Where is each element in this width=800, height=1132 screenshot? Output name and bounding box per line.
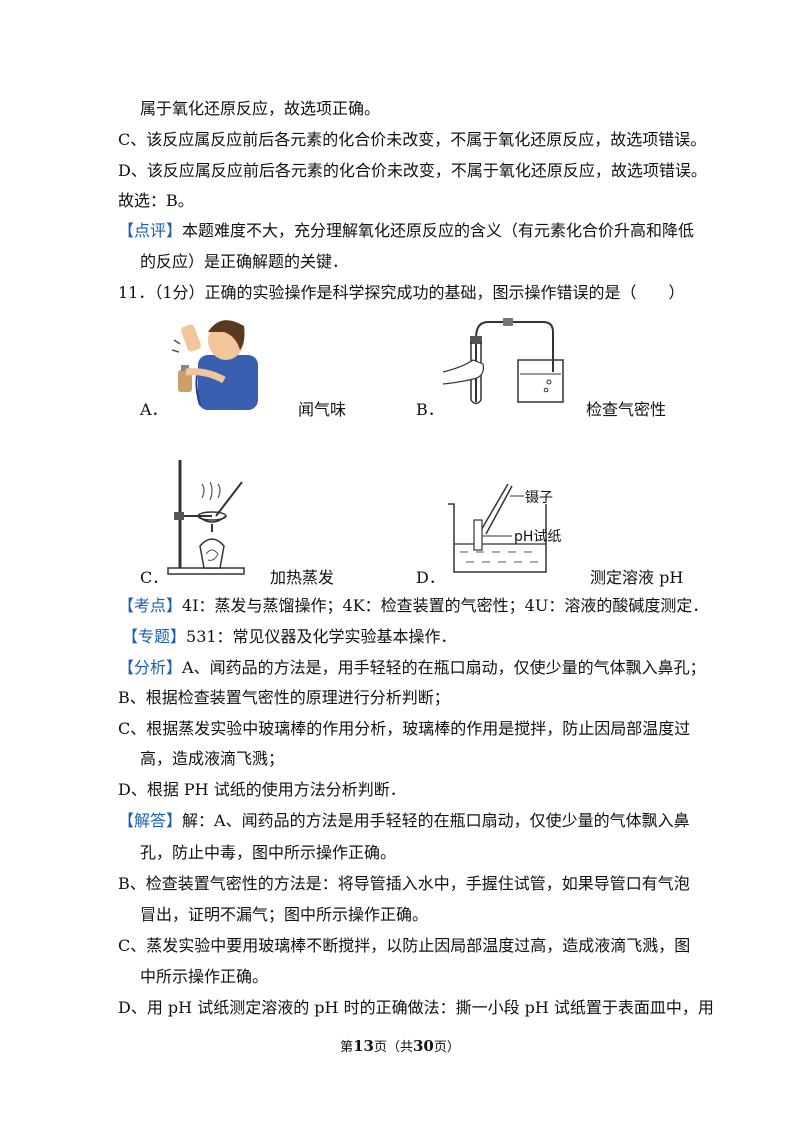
- option-d-label: 测定溶液 pH: [590, 568, 684, 587]
- text-line: 的反应）是正确解题的关键．: [140, 252, 349, 271]
- page-number: 13: [353, 1037, 374, 1055]
- option-b-label: 检查气密性: [586, 400, 667, 419]
- comment-line: 【点评】本题难度不大，充分理解氧化还原反应的含义（有元素化合价升高和降低: [118, 220, 694, 242]
- text-line: 属于氧化还原反应，故选项正确。: [140, 99, 381, 118]
- tweezers-label: 镊子: [525, 490, 553, 506]
- option-d-letter: D．: [416, 568, 445, 587]
- jieda-text: 解：A、闻药品的方法是用手轻轻的在瓶口扇动，仅使少量的气体飘入鼻: [182, 811, 690, 830]
- option-c-letter: C．: [140, 568, 169, 587]
- footer-prefix: 第: [340, 1040, 354, 1055]
- kaodian-line: 【考点】4I：蒸发与蒸馏操作；4K：检查装置的气密性；4U：溶液的酸碱度测定．: [118, 595, 708, 617]
- footer-suffix: 页）: [433, 1040, 460, 1055]
- kaodian-text: 4I：蒸发与蒸馏操作；4K：检查装置的气密性；4U：溶液的酸碱度测定．: [182, 596, 709, 615]
- option-a-letter: A．: [140, 400, 168, 419]
- footer-mid: 页（共: [373, 1040, 413, 1055]
- text-line: D、根据 PH 试纸的使用方法分析判断．: [118, 780, 406, 799]
- fenxi-line: 【分析】A、闻药品的方法是，用手轻轻的在瓶口扇动，仅使少量的气体飘入鼻孔；: [118, 657, 706, 679]
- option-b-letter: B．: [416, 400, 444, 419]
- zhuanti-tag: 【专题】: [122, 627, 187, 646]
- airtightness-figure: [443, 318, 564, 405]
- evaporation-figure: [167, 460, 245, 575]
- text-line: B、检查装置气密性的方法是：将导管插入水中，手握住试管，如果导管口有气泡: [118, 874, 690, 893]
- text-line: B、根据检查装置气密性的原理进行分析判断；: [118, 688, 450, 707]
- comment-tag: 【点评】: [118, 221, 183, 240]
- option-c-label: 加热蒸发: [270, 568, 335, 587]
- jieda-tag: 【解答】: [118, 811, 183, 830]
- smelling-figure: [171, 320, 258, 410]
- text-line: C、蒸发实验中要用玻璃棒不断搅拌，以防止因局部温度过高，造成液滴飞溅，图: [118, 936, 691, 955]
- total-pages: 30: [413, 1037, 434, 1055]
- text-line: 高，造成液滴飞溅；: [140, 749, 285, 768]
- question-title: 11．（1分）正确的实验操作是科学探究成功的基础，图示操作错误的是（ ）: [118, 283, 685, 302]
- page-footer: 第13页（共30页）: [0, 1036, 800, 1055]
- option-a-label: 闻气味: [298, 400, 347, 419]
- text-line: D、用 pH 试纸测定溶液的 pH 时的正确做法：撕一小段 pH 试纸置于表面皿…: [118, 998, 714, 1017]
- kaodian-tag: 【考点】: [118, 596, 183, 615]
- text-line: C、该反应属反应前后各元素的化合价未改变，不属于氧化还原反应，故选项错误。: [118, 130, 707, 149]
- zhuanti-line: 【专题】531：常见仪器及化学实验基本操作．: [122, 626, 457, 648]
- zhuanti-text: 531：常见仪器及化学实验基本操作．: [186, 627, 457, 646]
- ph-test-figure: [448, 483, 547, 573]
- text-line: 故选：B。: [118, 191, 194, 210]
- text-line: D、该反应属反应前后各元素的化合价未改变，不属于氧化还原反应，故选项错误。: [118, 161, 707, 180]
- text-line: C、根据蒸发实验中玻璃棒的作用分析，玻璃棒的作用是搅拌，防止因局部温度过: [118, 719, 691, 738]
- jieda-line: 【解答】解：A、闻药品的方法是用手轻轻的在瓶口扇动，仅使少量的气体飘入鼻: [118, 810, 690, 832]
- ph-paper-label: pH试纸: [514, 529, 562, 545]
- text-line: 孔，防止中毒，图中所示操作正确。: [140, 843, 397, 862]
- fenxi-tag: 【分析】: [118, 658, 183, 677]
- fenxi-text: A、闻药品的方法是，用手轻轻的在瓶口扇动，仅使少量的气体飘入鼻孔；: [182, 658, 706, 677]
- comment-text: 本题难度不大，充分理解氧化还原反应的含义（有元素化合价升高和降低: [182, 221, 695, 240]
- text-line: 冒出，证明不漏气；图中所示操作正确。: [140, 905, 429, 924]
- text-line: 中所示操作正确。: [140, 967, 269, 986]
